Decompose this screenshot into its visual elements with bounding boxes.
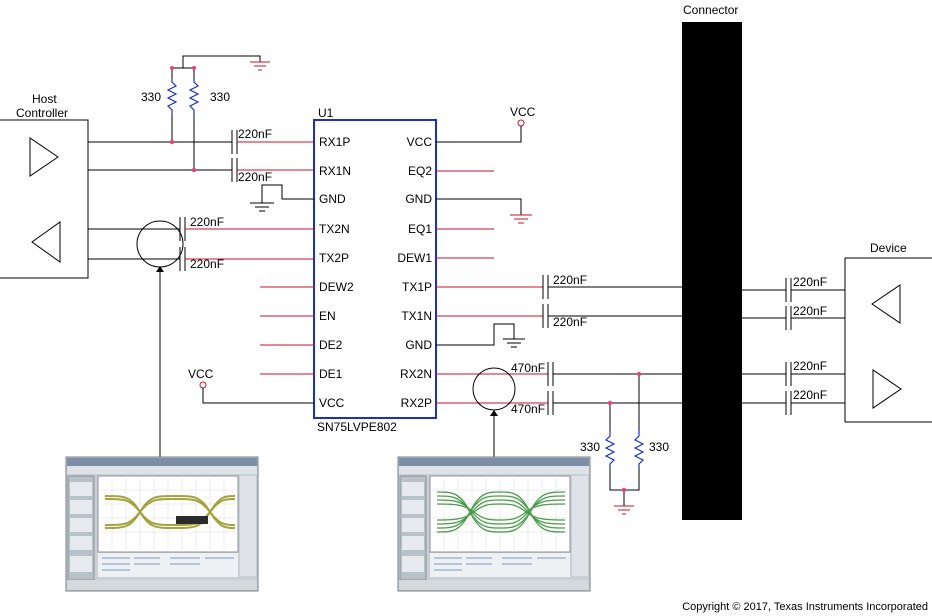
scope-screenshot-left [65, 456, 259, 592]
pin-left-vcc: VCC [319, 396, 345, 410]
host-coupling-caps: 220nF 220nF 220nF 220nF [179, 127, 318, 271]
pin-left-rx1n: RX1N [319, 164, 351, 178]
pin-left-dew2: DEW2 [319, 280, 354, 294]
pin-left-tx2p: TX2P [319, 251, 349, 265]
left-pin-stubs: VCC [188, 184, 314, 404]
pin-left-de1: DE1 [319, 367, 343, 381]
pin-right-eq2: EQ2 [408, 164, 432, 178]
vcc-left-label: VCC [188, 367, 214, 381]
host-resistor-left-value: 330 [141, 90, 161, 104]
cap-tx1n-value: 220nF [553, 315, 587, 329]
cap-rx1p-value: 220nF [238, 127, 272, 141]
ic-u1: U1 SN75LVPE802 RX1P RX1N GND TX2N TX2P D… [313, 106, 437, 434]
pin-right-dew1: DEW1 [397, 251, 432, 265]
tx1-path: 220nF 220nF [436, 273, 682, 329]
pin-right-eq1: EQ1 [408, 222, 432, 236]
device-tx-buffer-icon [872, 369, 902, 409]
cap-rx2n-value: 470nF [511, 361, 545, 375]
host-tx-buffer-icon [31, 221, 61, 263]
dev-resistor-right-value: 330 [649, 440, 669, 454]
pin-right-gnd: GND [405, 192, 432, 206]
pin-right-tx1n: TX1N [401, 309, 432, 323]
cap-rx1n-value: 220nF [238, 170, 272, 184]
cap-tx2p-value: 220nF [190, 257, 224, 271]
device-rx-buffer-icon [871, 284, 901, 324]
pin-left-rx1p: RX1P [319, 135, 350, 149]
ic-designator: U1 [318, 106, 334, 120]
dev-resistor-left-value: 330 [580, 440, 600, 454]
rx2-path: 470nF 470nF 330 330 [436, 361, 682, 515]
host-probe [136, 220, 184, 457]
host-label: Host [32, 92, 57, 106]
vcc-top-label: VCC [510, 105, 536, 119]
controller-label: Controller [16, 106, 68, 120]
host-controller: Host Controller [0, 92, 232, 279]
device-block: Device 220nF 220nF 220nF 220nF [742, 241, 932, 423]
cap-dev4-value: 220nF [793, 388, 827, 402]
copyright-notice: Copyright © 2017, Texas Instruments Inco… [682, 601, 928, 613]
cap-tx1p-value: 220nF [553, 273, 587, 287]
pin-left-en: EN [319, 309, 336, 323]
pin-right-gnd2: GND [405, 338, 432, 352]
cap-dev2-value: 220nF [793, 304, 827, 318]
cap-dev1-value: 220nF [793, 275, 827, 289]
pin-left-tx2n: TX2N [319, 222, 350, 236]
device-label: Device [870, 241, 907, 255]
host-rx-buffer-icon [29, 137, 59, 177]
pin-right-tx1p: TX1P [402, 280, 432, 294]
pin-right-rx2n: RX2N [400, 367, 432, 381]
cap-dev3-value: 220nF [793, 359, 827, 373]
scope-screenshot-right [397, 456, 591, 592]
right-pin-stubs: VCC [436, 105, 536, 348]
ic-part-number: SN75LVPE802 [317, 420, 397, 434]
connector-block [682, 22, 742, 520]
pin-right-vcc: VCC [407, 135, 433, 149]
device-probe [472, 367, 516, 457]
pin-right-rx2p: RX2P [401, 396, 432, 410]
pin-left-de2: DE2 [319, 338, 343, 352]
cap-tx2n-value: 220nF [190, 215, 224, 229]
connector-label: Connector [683, 3, 738, 17]
host-termination-resistors: 330 330 [141, 55, 270, 173]
cap-rx2p-value: 470nF [511, 402, 545, 416]
pin-left-gnd: GND [319, 192, 346, 206]
host-resistor-right-value: 330 [210, 90, 230, 104]
